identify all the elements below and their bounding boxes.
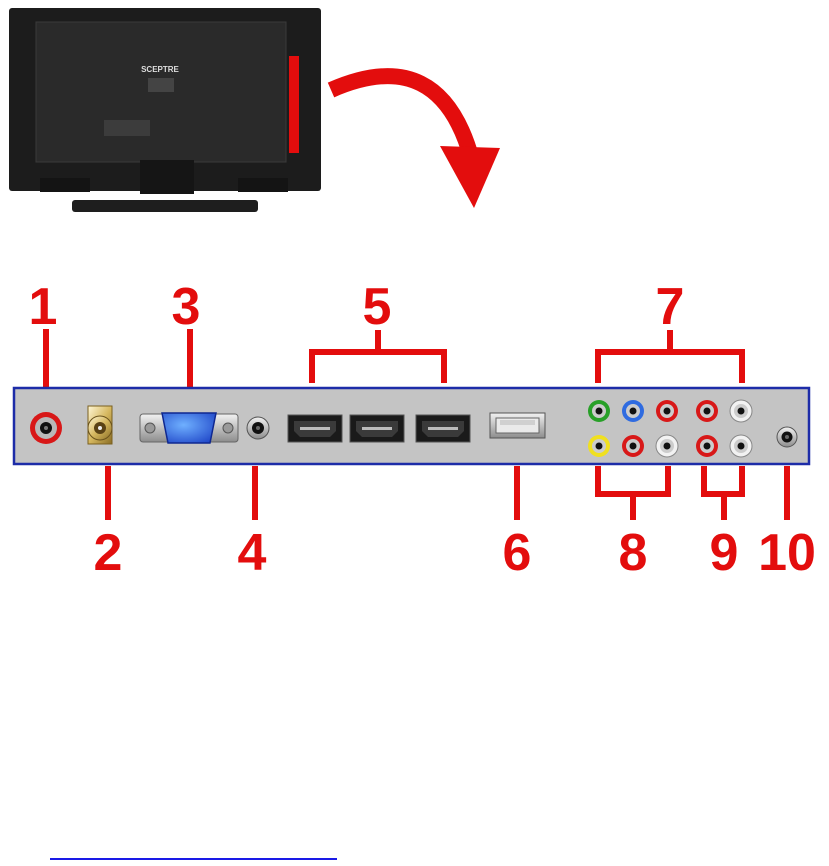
vga-port xyxy=(140,413,238,443)
tv-stand-base xyxy=(72,200,258,212)
tv-stand-neck xyxy=(140,160,194,194)
audio-out-red xyxy=(696,400,718,422)
hdmi-port xyxy=(288,415,342,442)
coax-rf-jack xyxy=(88,406,112,444)
component-green xyxy=(588,400,610,422)
headphone-jack xyxy=(777,427,797,447)
brace-9 xyxy=(704,466,742,494)
footer-rule xyxy=(50,858,337,860)
component-blue xyxy=(622,400,644,422)
brace-5 xyxy=(312,352,444,383)
tv-vent xyxy=(104,120,150,136)
composite-yellow xyxy=(588,435,610,457)
callout-7: 7 xyxy=(656,278,685,336)
tv-label-sticker xyxy=(148,78,174,92)
hdmi-port xyxy=(350,415,404,442)
tv-back-illustration: SCEPTRE xyxy=(9,8,321,212)
audio-red xyxy=(696,435,718,457)
connector-panel xyxy=(14,388,809,464)
tv-foot-left xyxy=(40,178,90,192)
audio-red xyxy=(622,435,644,457)
usb-port xyxy=(490,413,545,438)
hdmi-port xyxy=(416,415,470,442)
callout-9: 9 xyxy=(710,524,739,582)
audio-out-white xyxy=(730,400,752,422)
brace-8 xyxy=(598,466,668,494)
callout-1: 1 xyxy=(29,278,58,336)
panel-body xyxy=(14,388,809,464)
brand-logo: SCEPTRE xyxy=(141,65,179,74)
audio-white xyxy=(730,435,752,457)
brace-7 xyxy=(598,352,742,383)
tv-foot-right xyxy=(238,178,288,192)
callout-3: 3 xyxy=(172,278,201,336)
tv-port-highlight xyxy=(289,56,299,153)
callout-5: 5 xyxy=(363,278,392,336)
rca-red-jack xyxy=(30,412,62,444)
audio-3-5mm-jack xyxy=(247,417,269,439)
component-red xyxy=(656,400,678,422)
callout-8: 8 xyxy=(619,524,648,582)
audio-white xyxy=(656,435,678,457)
callout-2: 2 xyxy=(94,524,123,582)
callout-4: 4 xyxy=(238,524,267,582)
curved-arrow xyxy=(331,76,500,208)
callout-6: 6 xyxy=(503,524,532,582)
arrow-head xyxy=(440,146,500,208)
callout-10: 10 xyxy=(758,524,816,582)
